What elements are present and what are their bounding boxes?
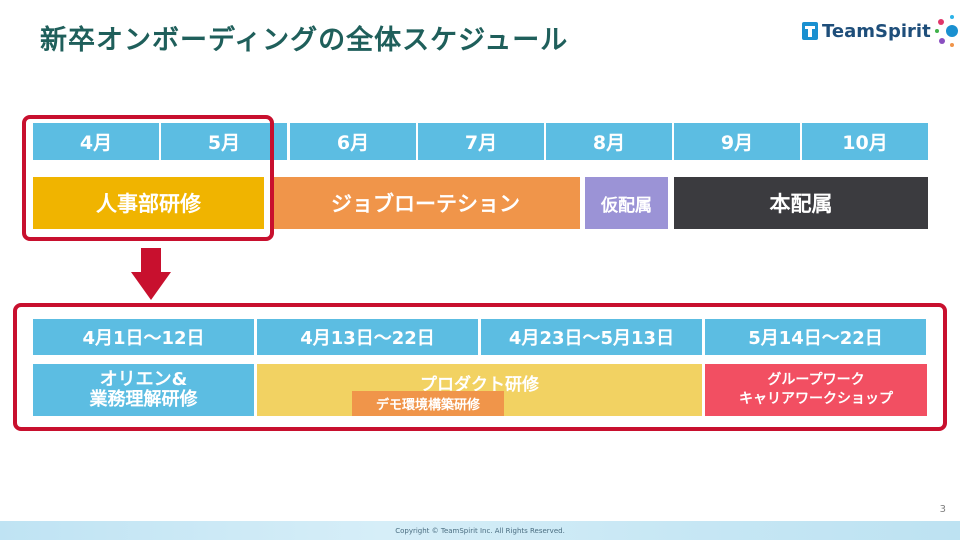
down-arrow-shaft — [141, 248, 161, 274]
phase-job-rotation: ジョブローテション — [271, 177, 580, 229]
logo-name: TeamSpirit — [822, 20, 931, 42]
page-number: 3 — [939, 504, 946, 515]
program-product-training-label: プロダクト研修 — [420, 375, 539, 395]
month-june: 6月 — [290, 123, 416, 160]
sub-program-demo-env: デモ環境構築研修 — [352, 391, 504, 416]
teamspirit-t-icon — [802, 22, 818, 40]
month-april: 4月 — [33, 123, 159, 160]
footer-copyright: Copyright © TeamSpirit Inc. All Rights R… — [0, 521, 960, 540]
month-august: 8月 — [546, 123, 672, 160]
highlight-frame-hr-training — [22, 115, 274, 241]
month-may: 5月 — [161, 123, 287, 160]
program-group-work-line2: キャリアワークショップ — [739, 391, 893, 407]
program-group-work-line1: グループワーク — [767, 372, 865, 388]
period-header: 4月13日～22日 — [257, 319, 478, 355]
period-header: 4月23日～5月13日 — [481, 319, 702, 355]
phase-final-assignment: 本配属 — [674, 177, 928, 229]
phase-hr-training: 人事部研修 — [33, 177, 264, 229]
month-october: 10月 — [802, 123, 928, 160]
program-orientation-line1: オリエン& — [99, 369, 188, 390]
month-july: 7月 — [418, 123, 544, 160]
phase-provisional-assignment: 仮配属 — [585, 177, 668, 229]
highlight-frame-detail — [13, 303, 947, 431]
program-group-work: グループワーク キャリアワークショップ — [705, 364, 927, 416]
page-title: 新卒オンボーディングの全体スケジュール — [40, 25, 569, 56]
month-september: 9月 — [674, 123, 800, 160]
program-orientation-line2: 業務理解研修 — [89, 389, 198, 410]
spirit-burst-icon — [934, 15, 960, 47]
program-orientation: オリエン& 業務理解研修 — [33, 364, 254, 416]
teamspirit-logo: TeamSpirit — [802, 14, 960, 48]
period-header: 4月1日～12日 — [33, 319, 254, 355]
period-header: 5月14日～22日 — [705, 319, 926, 355]
down-arrow-icon — [131, 272, 171, 300]
